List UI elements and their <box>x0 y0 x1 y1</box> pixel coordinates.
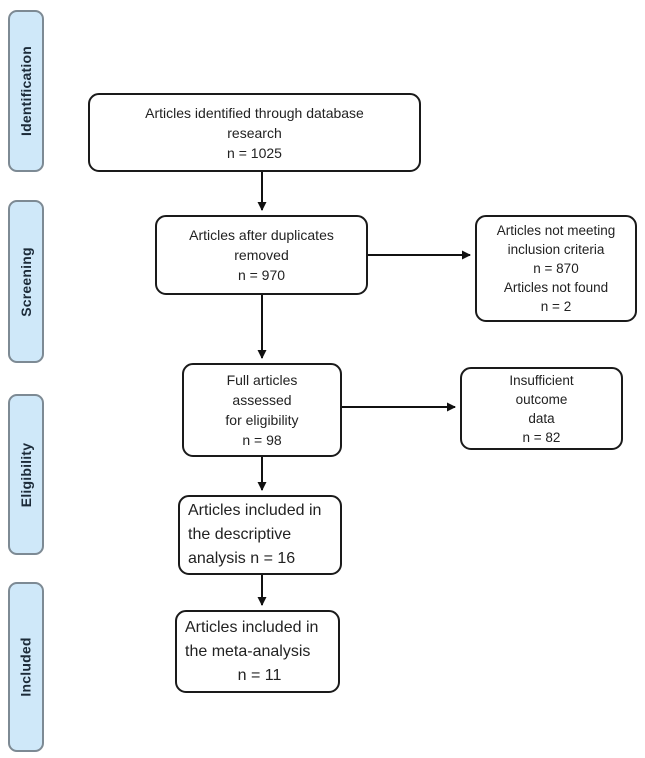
box-text-line: Insufficient <box>509 372 574 388</box>
stage-label-included: Included <box>8 582 44 752</box>
stage-label-screening: Screening <box>8 200 44 363</box>
box-meta-analysis: Articles included in the meta-analysis n… <box>175 610 340 693</box>
box-insufficient-outcome-data: Insufficient outcome data n = 82 <box>460 367 623 450</box>
box-text-line: inclusion criteria <box>507 242 605 257</box>
box-text-line: the meta-analysis <box>185 642 311 660</box>
box-text-line: outcome <box>515 391 568 407</box>
box-text-line: n = 2 <box>540 299 572 314</box>
box-text-line: data <box>528 410 555 426</box>
stage-label-text: Screening <box>18 246 34 317</box>
box-text-line: research <box>227 124 282 141</box>
stage-label-text: Included <box>18 637 35 697</box>
box-text-line: n = 970 <box>237 267 286 283</box>
box-articles-after-duplicates: Articles after duplicates removed n = 97… <box>155 215 368 295</box>
box-text-line: Articles not found <box>503 280 609 295</box>
box-text-line: Articles included in <box>188 502 322 519</box>
box-text-line: Articles not meeting <box>496 223 616 238</box>
box-text-line: removed <box>234 247 289 263</box>
box-text-line: n = 1025 <box>227 144 282 161</box>
box-text-line: n = 82 <box>522 429 561 445</box>
box-articles-not-meeting-criteria: Articles not meeting inclusion criteria … <box>475 215 637 322</box>
stage-label-identification: Identification <box>8 10 44 172</box>
box-text-line: for eligibility <box>225 412 299 428</box>
box-text-line: analysis n = 16 <box>188 550 296 567</box>
box-text-line: n = 870 <box>533 261 579 276</box>
box-text-line: Articles after duplicates <box>189 227 334 243</box>
box-text-line: assessed <box>232 392 292 408</box>
box-text-line: n = 98 <box>242 432 282 448</box>
box-text-line: the descriptive <box>188 526 292 543</box>
stage-label-eligibility: Eligibility <box>8 394 44 555</box>
box-text-line: n = 11 <box>237 666 282 684</box>
box-descriptive-analysis: Articles included in the descriptive ana… <box>178 495 342 575</box>
stage-label-text: Eligibility <box>18 442 34 507</box>
box-full-articles-assessed: Full articles assessed for eligibility n… <box>182 363 342 457</box>
box-text-line: Full articles <box>226 372 298 388</box>
box-text-line: Articles included in <box>185 618 319 636</box>
stage-label-text: Identification <box>18 46 35 136</box>
box-text-line: Articles identified through database <box>145 104 364 121</box>
box-articles-identified: Articles identified through database res… <box>88 93 421 172</box>
